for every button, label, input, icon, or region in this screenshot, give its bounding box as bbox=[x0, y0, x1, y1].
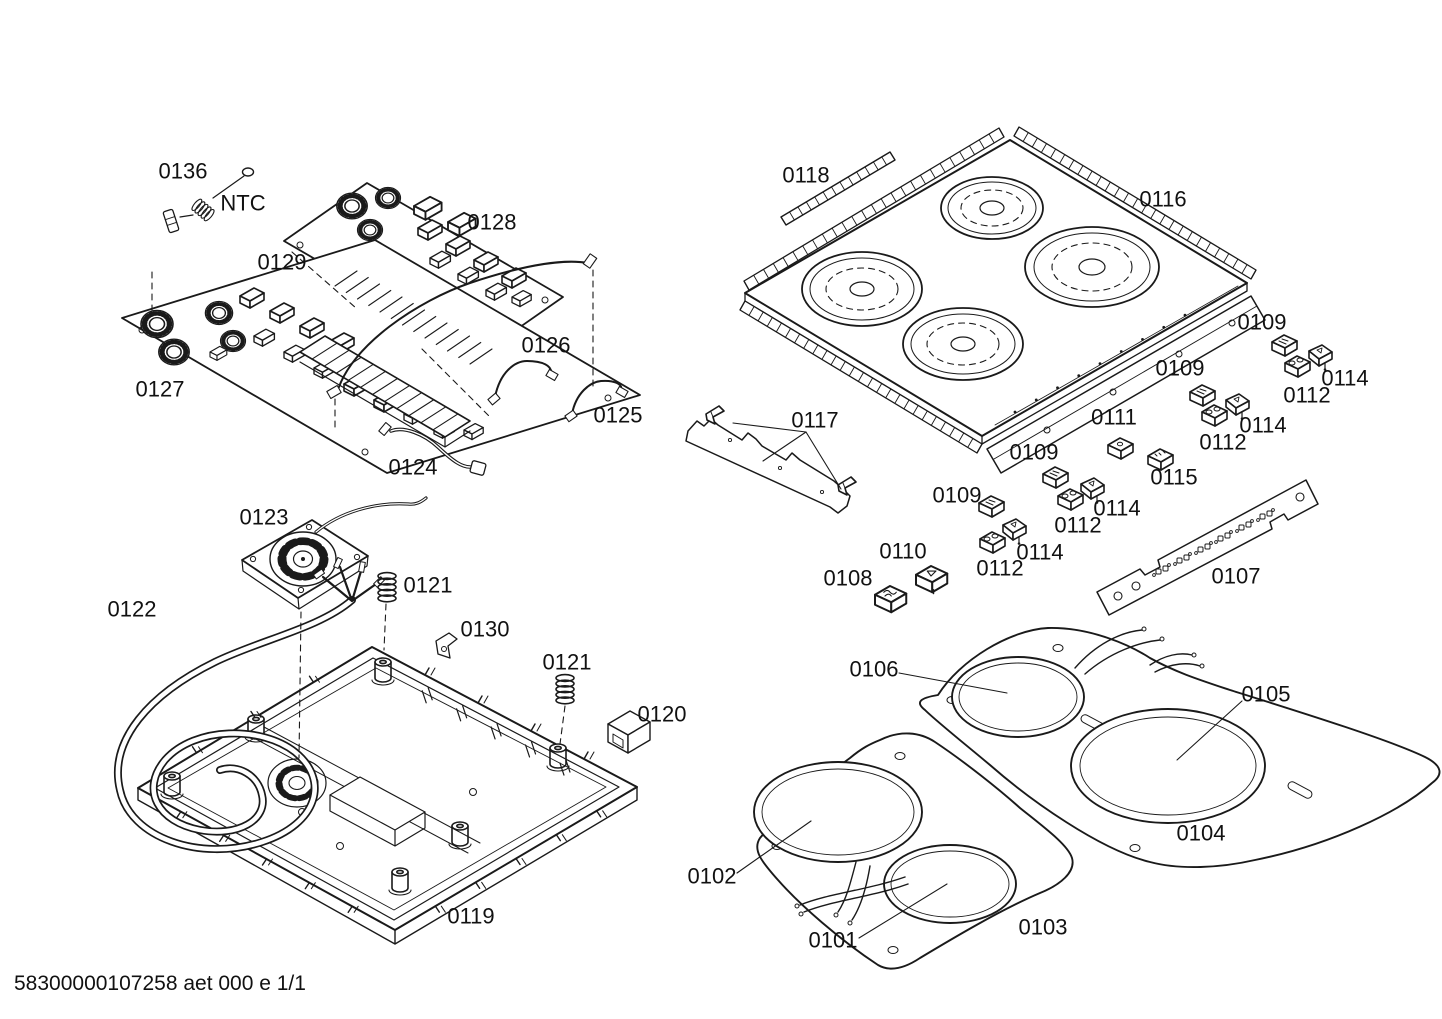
clip bbox=[705, 405, 725, 425]
part-label-0109-1: 0109 bbox=[1238, 310, 1287, 335]
part-label-0120: 0120 bbox=[638, 702, 687, 727]
part-label-0114-3: 0114 bbox=[1093, 496, 1140, 521]
part-0109 bbox=[978, 495, 1005, 518]
cooking-zone-right bbox=[1024, 226, 1160, 308]
part-label-0136: 0136 bbox=[159, 159, 208, 184]
part-label-0108: 0108 bbox=[824, 566, 873, 591]
part-label-0114-1: 0114 bbox=[1321, 366, 1368, 391]
part-label-0112-2: 0112 bbox=[1199, 430, 1246, 455]
part-label-0122: 0122 bbox=[108, 597, 157, 622]
induction-coil-0101 bbox=[883, 844, 1017, 924]
wire-0125 bbox=[564, 379, 629, 423]
part-label-0128: 0128 bbox=[468, 210, 517, 235]
part-0108 bbox=[874, 585, 908, 614]
induction-coil-0106 bbox=[951, 656, 1085, 738]
cooktop-glass-0116 bbox=[739, 126, 1266, 474]
assembly-dashed-lines bbox=[151, 251, 594, 429]
coil-tray-0103 bbox=[753, 732, 1074, 970]
part-0112 bbox=[1201, 404, 1228, 427]
inductor-coil bbox=[337, 193, 367, 219]
wire-0129 bbox=[326, 253, 598, 400]
control-strip-0107 bbox=[1096, 479, 1319, 616]
spring-0121 bbox=[555, 673, 575, 705]
inductor-coil bbox=[141, 310, 173, 337]
part-label-0130: 0130 bbox=[461, 617, 510, 642]
housing-dashed-lines bbox=[298, 603, 566, 759]
part-label-0117: 0117 bbox=[791, 408, 838, 433]
part-0109 bbox=[1271, 334, 1298, 357]
part-label-0114-4: 0114 bbox=[1016, 540, 1063, 565]
mains-cable-0122 bbox=[114, 556, 385, 853]
inductor-coil bbox=[159, 339, 189, 365]
inductor-coil bbox=[376, 187, 401, 208]
document-number: 58300000107258 aet 000 e 1/1 bbox=[14, 972, 306, 995]
cable-0124 bbox=[378, 421, 487, 476]
part-label-0111: 0111 bbox=[1091, 405, 1137, 430]
part-label-0123: 0123 bbox=[240, 505, 289, 530]
front-apron bbox=[986, 295, 1266, 474]
coil-wires bbox=[794, 861, 909, 926]
part-label-0121-1: 0121 bbox=[404, 573, 453, 598]
ntc-sensor-0136 bbox=[162, 167, 255, 234]
part-0112 bbox=[1057, 488, 1084, 511]
inner-module bbox=[329, 776, 426, 847]
part-0109 bbox=[1189, 384, 1216, 407]
induction-coil-0102 bbox=[753, 761, 923, 863]
fan-0123 bbox=[241, 496, 428, 610]
part-label-0124: 0124 bbox=[389, 455, 438, 480]
part-label-0109-4: 0109 bbox=[933, 483, 982, 508]
cooking-zone-back bbox=[940, 176, 1044, 240]
part-label-0129: 0129 bbox=[258, 250, 307, 275]
part-label-0127: 0127 bbox=[136, 377, 185, 402]
part-label-ntc: NTC bbox=[220, 191, 265, 216]
clip bbox=[837, 476, 857, 496]
part-label-0112-4: 0112 bbox=[976, 556, 1023, 581]
part-0111 bbox=[1107, 437, 1134, 460]
coil-wires bbox=[1074, 626, 1205, 675]
wire-0126 bbox=[487, 360, 559, 406]
part-label-0105: 0105 bbox=[1242, 682, 1291, 707]
housing-0119 bbox=[137, 646, 638, 945]
connector-0120 bbox=[607, 710, 651, 754]
part-label-0112-1: 0112 bbox=[1283, 383, 1330, 408]
cooking-zone-left bbox=[801, 251, 923, 327]
part-label-0116: 0116 bbox=[1139, 187, 1186, 212]
part-label-0112-3: 0112 bbox=[1054, 513, 1101, 538]
part-label-0101: 0101 bbox=[809, 928, 858, 953]
part-label-0103: 0103 bbox=[1019, 915, 1068, 940]
bracket-0117 bbox=[685, 405, 857, 514]
control-strip-line bbox=[994, 285, 1239, 426]
induction-coil-0105 bbox=[1070, 708, 1266, 824]
part-0109 bbox=[1042, 466, 1069, 489]
part-label-0110: 0110 bbox=[879, 539, 926, 564]
part-label-0106: 0106 bbox=[850, 657, 899, 682]
decor-layer bbox=[176, 126, 1257, 914]
part-0112 bbox=[1284, 355, 1311, 378]
part-label-0104: 0104 bbox=[1177, 821, 1226, 846]
cooking-zone-front bbox=[902, 307, 1024, 381]
part-label-0109-3: 0109 bbox=[1010, 440, 1059, 465]
part-0112 bbox=[979, 531, 1006, 554]
inductor-coil bbox=[205, 301, 232, 324]
part-label-0126: 0126 bbox=[522, 333, 571, 358]
coil-tray-0104 bbox=[919, 626, 1441, 869]
part-label-0109-2: 0109 bbox=[1156, 356, 1205, 381]
part-label-0121-2: 0121 bbox=[543, 650, 592, 675]
part-label-0107: 0107 bbox=[1212, 564, 1261, 589]
clip-0130 bbox=[435, 632, 458, 659]
part-label-0114-2: 0114 bbox=[1239, 413, 1286, 438]
part-label-0125: 0125 bbox=[594, 403, 643, 428]
part-label-0102: 0102 bbox=[688, 864, 737, 889]
part-label-0119: 0119 bbox=[447, 904, 494, 929]
part-label-0115: 0115 bbox=[1150, 465, 1197, 490]
inductor-coil bbox=[358, 219, 383, 240]
part-0110 bbox=[915, 565, 949, 595]
part-label-0118: 0118 bbox=[782, 163, 829, 188]
leader-lines bbox=[732, 422, 1243, 939]
